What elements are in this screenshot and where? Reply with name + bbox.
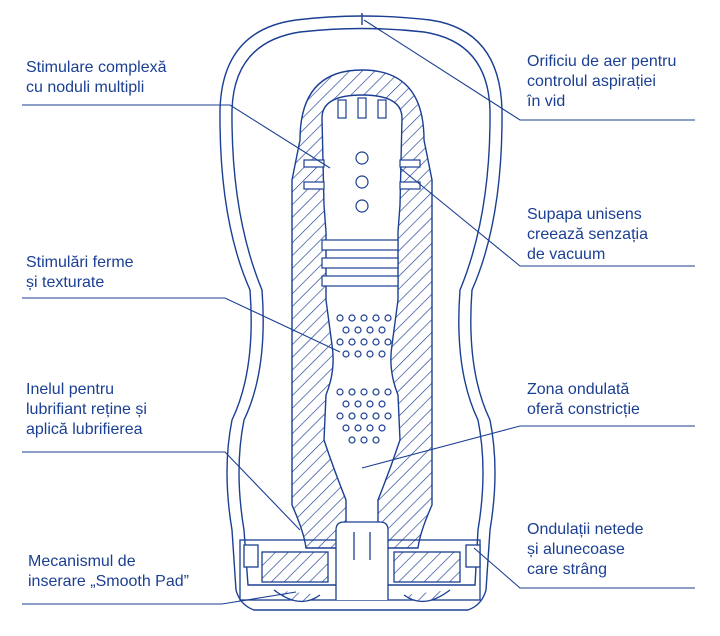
label-lubricant-ring: Inelul pentru lubrifiant reține și aplic… xyxy=(26,381,147,438)
label-complex-stimulation: Stimulare complexă cu noduli multipli xyxy=(26,59,167,96)
leader-line xyxy=(22,297,341,353)
label-wavy-zone: Zona ondulată oferă constricție xyxy=(527,381,640,418)
lube-ring-left xyxy=(273,589,321,602)
fin xyxy=(399,159,421,168)
label-smooth-pad-mechanism: Mecanismul de inserare „Smooth Pad” xyxy=(28,553,189,590)
label-firm-textured-stimulation: Stimulări ferme și texturate xyxy=(26,254,134,291)
fin xyxy=(399,181,421,190)
rib xyxy=(321,275,399,287)
label-one-way-valve: Supapa unisens creează senzația de vacuu… xyxy=(527,206,648,263)
center-plug xyxy=(335,521,389,600)
label-air-vent: Orificiu de aer pentru controlul aspiraț… xyxy=(527,53,677,110)
nodule xyxy=(355,151,369,165)
outer-casing xyxy=(219,15,503,611)
leader-line xyxy=(22,451,301,531)
smooth-pad-left xyxy=(261,551,329,583)
leader-line xyxy=(473,547,695,589)
rib xyxy=(321,257,399,269)
sleeve-section xyxy=(291,69,433,549)
notch xyxy=(377,99,387,119)
smooth-pad-right xyxy=(393,551,461,583)
leader-line xyxy=(22,104,331,169)
fin xyxy=(303,159,325,168)
notch xyxy=(357,97,367,119)
leader-line xyxy=(22,591,297,605)
leader-line xyxy=(361,425,695,469)
fin xyxy=(303,181,325,190)
nodule xyxy=(355,175,369,189)
leader-line xyxy=(399,167,695,267)
leader-line xyxy=(363,19,695,121)
rib xyxy=(321,239,399,251)
lube-ring-right xyxy=(403,589,451,602)
inner-casing xyxy=(231,27,491,586)
nodule xyxy=(355,199,369,213)
leader-lines xyxy=(22,19,695,605)
label-smooth-undulations: Ondulații netede și alunecoase care strâ… xyxy=(527,521,644,578)
notch xyxy=(337,99,347,119)
